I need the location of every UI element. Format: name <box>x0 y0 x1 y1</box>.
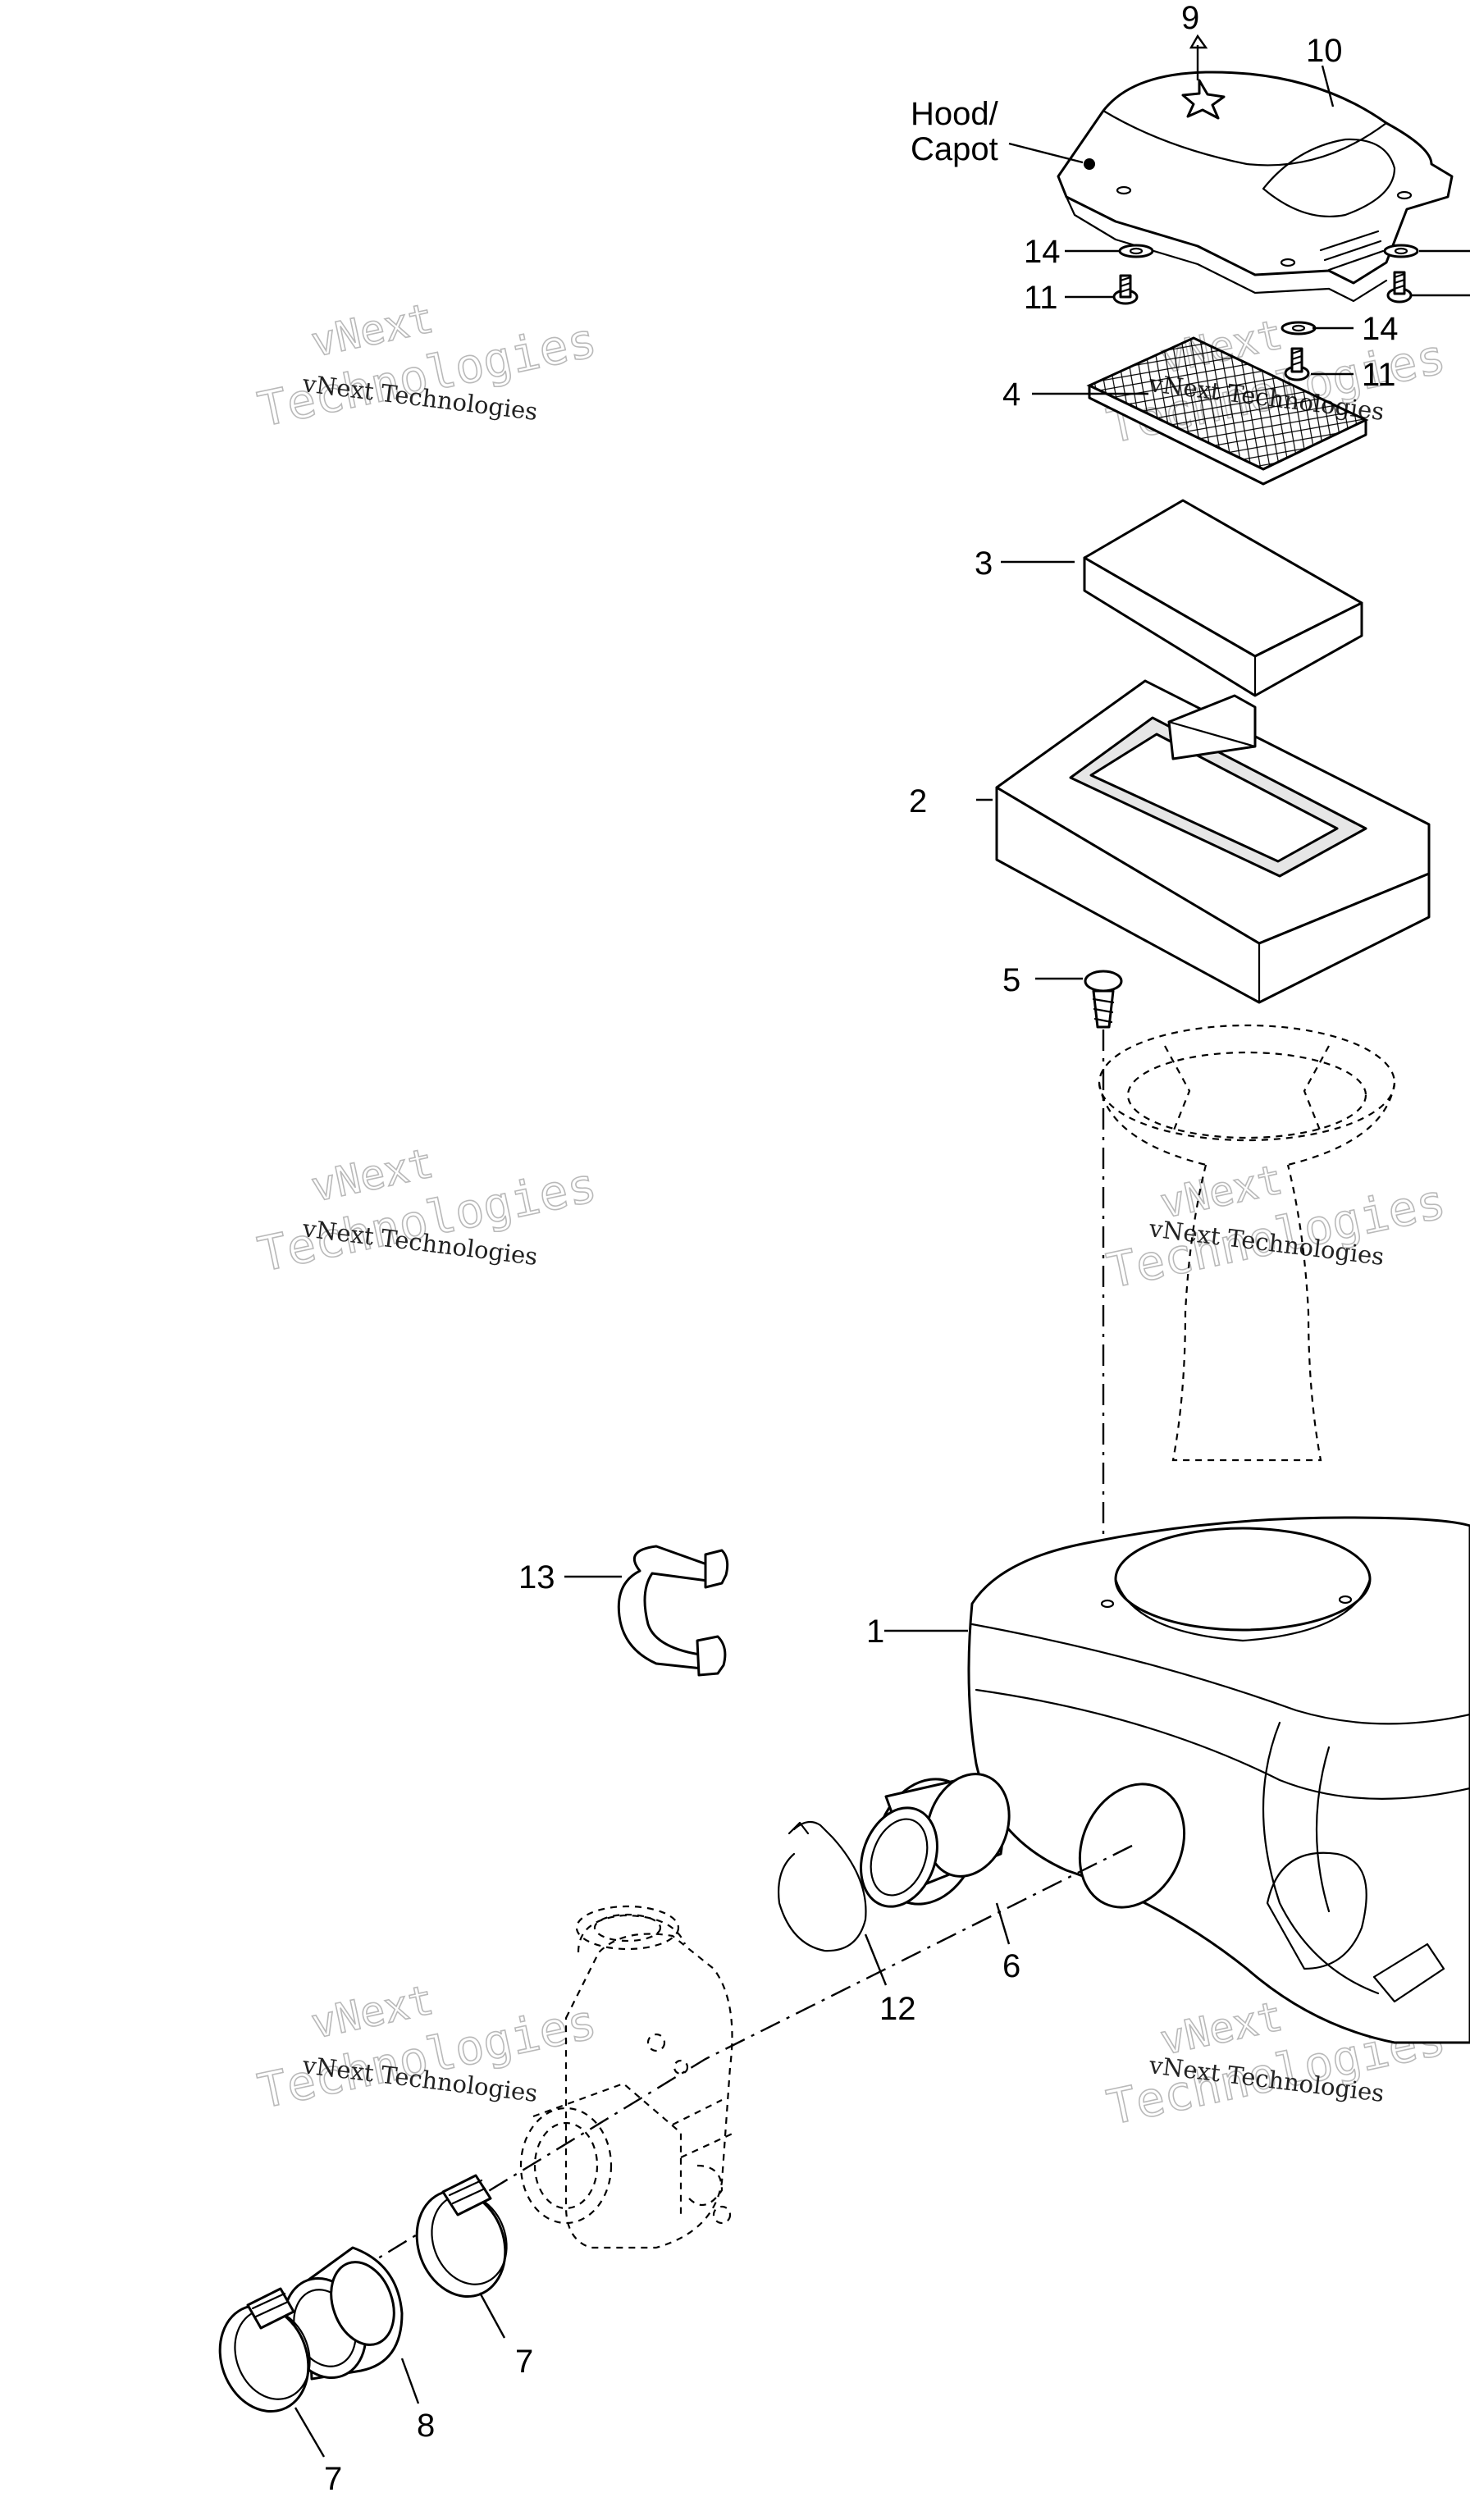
callout-3: 3 <box>975 546 993 582</box>
spring-clip <box>778 1820 867 1952</box>
hood-marker-dot <box>1084 158 1095 170</box>
callout-10: 10 <box>1306 33 1343 69</box>
callout-11-center: 11 <box>1362 357 1396 393</box>
hood-cover <box>1057 71 1454 303</box>
carburetor <box>519 1905 735 2249</box>
callout-labels: 9 10 Hood/ Capot 14 11 14 11 4 3 2 5 1 1… <box>324 0 1399 2497</box>
callout-11-left: 11 <box>1024 280 1058 316</box>
air-box-housing <box>967 1516 1470 2044</box>
foam-frame <box>995 679 1431 1004</box>
hood-label-line2: Capot <box>911 131 998 167</box>
retaining-clip <box>617 1545 729 1677</box>
hood-label-line1: Hood/ <box>911 96 999 132</box>
rubber-adapter <box>860 1773 1011 1908</box>
filter-foam-pad <box>1083 499 1363 697</box>
hose-clamp-upper <box>415 2174 508 2299</box>
push-rivet <box>1084 970 1123 1029</box>
watermark-mid-right: vNext Technologies <box>1102 1155 1451 1300</box>
callout-6: 6 <box>1002 1948 1020 1984</box>
callout-13: 13 <box>518 1559 555 1596</box>
callout-12: 12 <box>879 1991 916 2027</box>
callout-2: 2 <box>909 783 927 819</box>
callout-1: 1 <box>866 1614 884 1650</box>
callout-9: 9 <box>1181 0 1199 36</box>
emblem-decal <box>1181 79 1226 120</box>
mesh-grille <box>1086 336 1369 486</box>
screw-washer-left <box>1112 244 1154 305</box>
intake-funnel-hidden <box>1098 1024 1396 1462</box>
hose-clamp-lower <box>218 2287 311 2413</box>
callout-5: 5 <box>1002 962 1020 998</box>
callout-8: 8 <box>417 2408 435 2444</box>
callout-14-center: 14 <box>1362 311 1399 347</box>
screw-washer-right <box>1383 244 1419 304</box>
callout-7-lower: 7 <box>324 2461 342 2497</box>
callout-4: 4 <box>1002 377 1020 413</box>
callout-14-left: 14 <box>1024 234 1061 270</box>
screw-washer-center <box>1281 321 1317 381</box>
assembly-axis-diagonal <box>327 1844 1133 2290</box>
leader-lines <box>294 34 1470 2458</box>
callout-7-upper: 7 <box>515 2344 533 2380</box>
